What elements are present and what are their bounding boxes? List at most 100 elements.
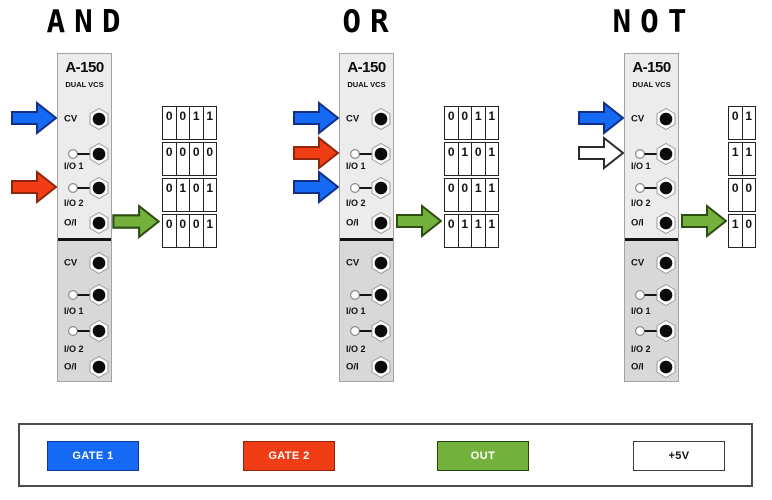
jack-label-io1: I/O 1 — [631, 161, 651, 171]
jack-label-oi: O/I — [631, 217, 644, 229]
truth-table-not: 0 1 1 1 0 0 1 0 — [728, 106, 756, 248]
module-subtitle: DUAL VCS — [347, 80, 386, 89]
table-cell: 0 — [175, 143, 190, 175]
jack-row-cv: CV — [58, 107, 113, 131]
jack-row-io2 — [58, 319, 113, 343]
jack-row-oi: O/I — [625, 211, 680, 235]
switch-jack-icon — [350, 142, 391, 166]
table-cell: 0 — [741, 215, 756, 247]
gate1-arrow — [11, 101, 57, 135]
table-cell: 0 — [165, 145, 173, 159]
jack-socket-icon — [656, 107, 676, 131]
jack-socket-icon — [656, 211, 676, 235]
module-panel-not: A-150 DUAL VCS CV I/O 1 I/O 2 O/I CV I/O… — [624, 53, 679, 382]
module-subtitle: DUAL VCS — [632, 80, 671, 89]
table-cell: 1 — [457, 215, 472, 247]
jack-label-io2: I/O 2 — [64, 198, 84, 208]
switch-jack-icon — [68, 142, 109, 166]
switch-jack-icon — [350, 283, 391, 307]
jack-row-io1 — [58, 142, 113, 166]
table-cell: 1 — [189, 107, 203, 139]
table-cell: 0 — [457, 179, 472, 211]
jack-row-cv: CV — [340, 107, 395, 131]
jack-row-oi: O/I — [625, 355, 680, 379]
jack-row-oi: O/I — [340, 211, 395, 235]
jack-row-io2 — [58, 176, 113, 200]
table-cell: 1 — [731, 145, 739, 159]
jack-label-oi: O/I — [346, 217, 359, 229]
jack-label-io1: I/O 1 — [64, 306, 84, 316]
out-arrow — [396, 204, 442, 238]
jack-row-io1 — [340, 283, 395, 307]
gate1-arrow — [293, 101, 339, 135]
table-cell: 0 — [741, 179, 756, 211]
jack-row-cv: CV — [625, 251, 680, 275]
table-cell: 1 — [484, 143, 499, 175]
jack-row-io2 — [340, 319, 395, 343]
gate1-arrow — [578, 101, 624, 135]
table-cell: 0 — [165, 217, 173, 231]
module-subtitle: DUAL VCS — [65, 80, 104, 89]
jack-label-cv: CV — [64, 257, 78, 269]
switch-jack-icon — [68, 176, 109, 200]
table-cell: 0 — [731, 181, 739, 195]
table-cell: 0 — [447, 145, 455, 159]
table-row-io2: 0 0 — [728, 178, 756, 212]
jack-row-io1 — [625, 142, 680, 166]
table-row-io2: 0 1 0 1 — [162, 178, 217, 212]
table-row-out: 0 1 1 1 — [444, 214, 499, 248]
table-cell: 0 — [165, 109, 173, 123]
jack-label-io2: I/O 2 — [346, 198, 366, 208]
jack-socket-icon — [371, 107, 391, 131]
table-row-io1: 0 1 0 1 — [444, 142, 499, 176]
section-title-or: OR — [342, 4, 398, 40]
section-title-and: AND — [46, 4, 130, 40]
section-title-not: NOT — [612, 4, 696, 40]
table-cell: 1 — [484, 107, 499, 139]
module-model: A-150 — [632, 59, 671, 76]
jack-row-oi: O/I — [58, 355, 113, 379]
module-model: A-150 — [65, 59, 104, 76]
jack-row-io1 — [625, 283, 680, 307]
table-cell: 0 — [202, 143, 217, 175]
switch-jack-icon — [350, 319, 391, 343]
jack-label-cv: CV — [346, 113, 360, 125]
jack-label-io2: I/O 2 — [631, 198, 651, 208]
jack-row-cv: CV — [58, 251, 113, 275]
table-cell: 1 — [471, 215, 485, 247]
jack-label-cv: CV — [64, 113, 78, 125]
table-cell: 1 — [484, 215, 499, 247]
legend-item-gate2: GATE 2 — [243, 441, 335, 471]
table-row-io1: 1 1 — [728, 142, 756, 176]
table-row-cv: 0 0 1 1 — [444, 106, 499, 140]
table-cell: 1 — [471, 107, 485, 139]
truth-table-or: 0 0 1 1 0 1 0 1 0 0 1 1 0 1 1 1 — [444, 106, 499, 248]
table-cell: 0 — [731, 109, 739, 123]
legend-item-out: OUT — [437, 441, 529, 471]
module-model: A-150 — [347, 59, 386, 76]
module-panel-or: A-150 DUAL VCS CV I/O 1 I/O 2 O/I CV I/O… — [339, 53, 394, 382]
jack-label-cv: CV — [631, 113, 645, 125]
jack-socket-icon — [371, 211, 391, 235]
table-row-cv: 0 0 1 1 — [162, 106, 217, 140]
table-cell: 0 — [189, 215, 203, 247]
table-cell: 0 — [447, 217, 455, 231]
legend-box: GATE 1 GATE 2 OUT +5V — [18, 423, 753, 487]
table-cell: 1 — [457, 143, 472, 175]
table-row-out: 1 0 — [728, 214, 756, 248]
jack-label-io2: I/O 2 — [631, 344, 651, 354]
jack-label-io2: I/O 2 — [346, 344, 366, 354]
jack-row-io1 — [340, 142, 395, 166]
plus5v-arrow — [578, 136, 624, 170]
switch-jack-icon — [350, 176, 391, 200]
table-cell: 1 — [202, 215, 217, 247]
jack-row-cv: CV — [340, 251, 395, 275]
jack-row-oi: O/I — [58, 211, 113, 235]
table-cell: 0 — [175, 215, 190, 247]
table-cell: 0 — [447, 181, 455, 195]
jack-label-io2: I/O 2 — [64, 344, 84, 354]
table-cell: 1 — [741, 143, 756, 175]
gate2-arrow — [293, 136, 339, 170]
jack-socket-icon — [371, 251, 391, 275]
